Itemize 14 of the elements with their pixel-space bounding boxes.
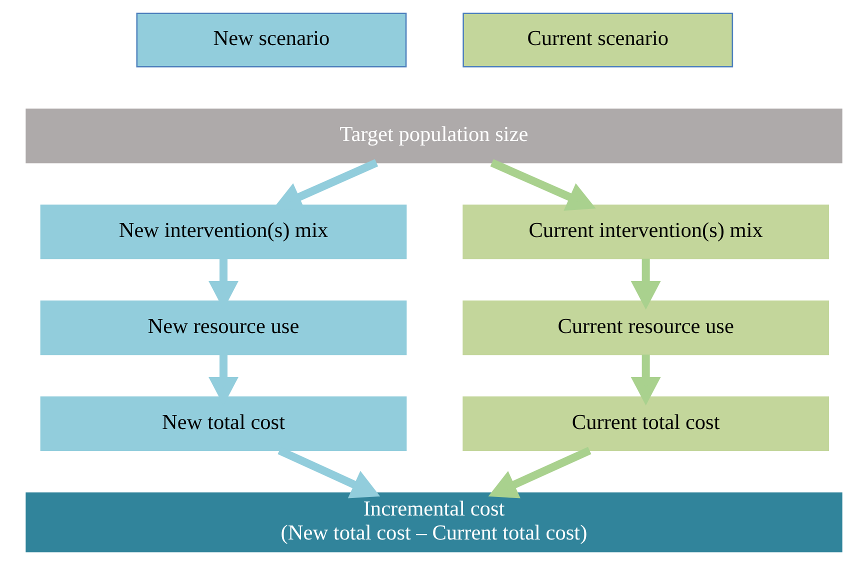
node-box: Target population size xyxy=(25,108,842,164)
node-box: Current intervention(s) mix xyxy=(462,204,829,260)
arrow xyxy=(488,446,591,498)
arrow xyxy=(630,258,660,310)
node-box: New total cost xyxy=(40,396,406,452)
node-box: Current scenario xyxy=(462,12,733,68)
node-box: New resource use xyxy=(40,300,406,356)
node-box: Current resource use xyxy=(462,300,829,356)
node-box: Current total cost xyxy=(462,396,829,452)
node-box: New scenario xyxy=(136,12,406,68)
arrow xyxy=(630,354,660,406)
node-box: New intervention(s) mix xyxy=(40,204,406,260)
node-box: Incremental cost (New total cost – Current total cost) xyxy=(25,492,842,552)
arrow xyxy=(490,159,596,211)
